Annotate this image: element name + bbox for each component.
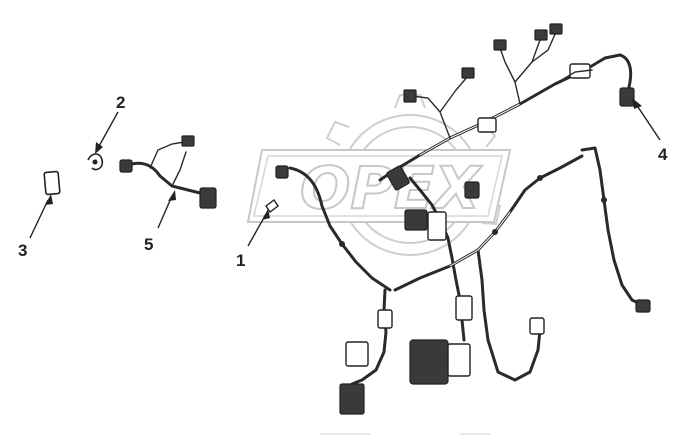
callout-4: 4 <box>632 98 668 164</box>
callout-2-label: 2 <box>116 93 125 112</box>
part-1-clip <box>265 198 279 214</box>
watermark-text: OPEX <box>300 154 483 222</box>
callout-5: 5 <box>144 190 176 254</box>
callout-1: 1 <box>236 209 270 270</box>
watermark-logo: OPEX <box>246 94 512 256</box>
part-5-harness <box>119 135 217 209</box>
part-3-plate <box>43 170 61 196</box>
callout-4-label: 4 <box>658 145 668 164</box>
callout-1-label: 1 <box>236 251 245 270</box>
callout-2: 2 <box>95 93 125 154</box>
callout-3-label: 3 <box>18 241 27 260</box>
callout-5-label: 5 <box>144 235 153 254</box>
callout-3: 3 <box>18 194 53 260</box>
part-2-clip <box>87 153 104 171</box>
main-harness <box>275 23 651 415</box>
